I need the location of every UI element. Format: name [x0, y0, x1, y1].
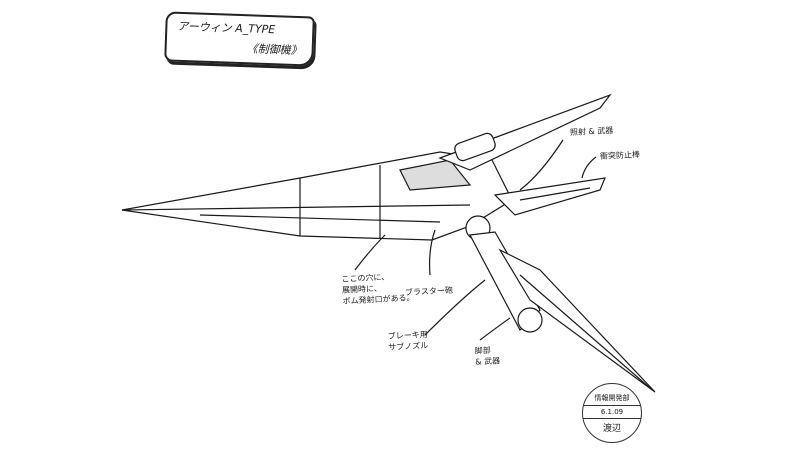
cockpit [399, 159, 472, 191]
stamp-date: 6.1.09 [583, 406, 641, 419]
right-wing [493, 177, 606, 216]
leg-weapon-note: 脚部 & 武器 [474, 344, 500, 367]
note-line: & 武器 [475, 356, 501, 367]
lower-arm [469, 231, 541, 332]
approval-stamp: 情報開発部 6.1.09 渡辺 [582, 383, 642, 443]
upper-engine [454, 132, 496, 162]
collision-bar-note: 衝突防止棒 [599, 149, 641, 162]
note-line: サブノズル [388, 340, 429, 353]
bomb-port-note: ここの穴に、 展開時に、 ボム発射口がある。 [341, 270, 415, 307]
stamp-dept: 情報開発部 [583, 393, 641, 406]
upper-note: 照射 & 武器 [569, 125, 614, 138]
lower-wing [498, 248, 656, 393]
brake-nozzle-note: ブレーキ用 サブノズル [387, 329, 429, 353]
stamp-name: 渡辺 [602, 424, 621, 434]
